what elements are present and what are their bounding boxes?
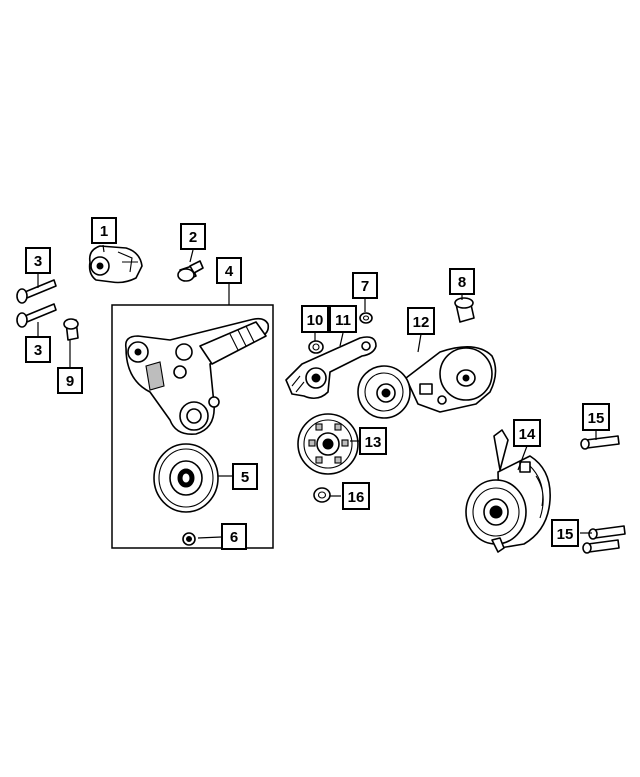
callout-8: 8 [449,268,475,295]
part-11-arm [285,336,377,400]
assembly-frame [111,304,274,549]
callout-14: 14 [513,419,541,447]
callout-11: 11 [329,305,357,333]
part-1-bracket [88,245,143,284]
callout-13: 13 [359,427,387,455]
callout-3-bottom: 3 [25,336,51,363]
part-10-spacer [308,340,324,354]
svg-text:5: 5 [241,469,249,486]
svg-text:11: 11 [335,312,351,329]
part-6-nut [182,532,196,546]
callout-12: 12 [407,307,435,335]
svg-text:9: 9 [66,373,74,390]
callout-15-top: 15 [582,403,610,431]
part-12-tensioner [357,346,497,419]
callout-16: 16 [342,482,370,510]
callout-3-top: 3 [25,247,51,274]
leader-lines [37,244,597,539]
part-2-bolt [177,260,204,282]
callout-5: 5 [232,463,258,490]
callout-4: 4 [216,257,242,284]
callout-7: 7 [352,272,378,299]
callout-10: 10 [301,305,329,333]
svg-text:2: 2 [189,229,197,246]
part-13-pulley [297,413,359,475]
part-4-tensioner [124,317,270,436]
svg-text:10: 10 [307,312,324,329]
svg-text:3: 3 [34,253,42,270]
svg-text:14: 14 [519,426,536,443]
callout-2: 2 [180,223,206,250]
svg-text:7: 7 [361,278,369,295]
callout-15-bottom: 15 [551,519,579,547]
part-3-bolts [16,279,57,328]
svg-text:3: 3 [34,342,42,359]
svg-text:13: 13 [365,434,382,451]
part-7-washer [359,312,373,324]
callout-9: 9 [57,367,83,394]
svg-text:16: 16 [348,489,365,506]
svg-text:4: 4 [225,263,234,280]
callout-1: 1 [91,217,117,244]
callout-6: 6 [221,523,247,550]
svg-text:15: 15 [588,410,605,427]
svg-text:15: 15 [557,526,574,543]
part-14-tensioner [465,429,551,553]
svg-text:8: 8 [458,274,466,291]
part-15-bolts [580,435,626,554]
part-9-bolt [63,318,79,341]
part-5-pulley [153,443,219,513]
part-8-bolt [454,297,475,323]
svg-text:12: 12 [413,314,430,331]
svg-text:6: 6 [230,529,238,546]
svg-text:1: 1 [100,223,108,240]
part-16-nut [313,487,331,503]
